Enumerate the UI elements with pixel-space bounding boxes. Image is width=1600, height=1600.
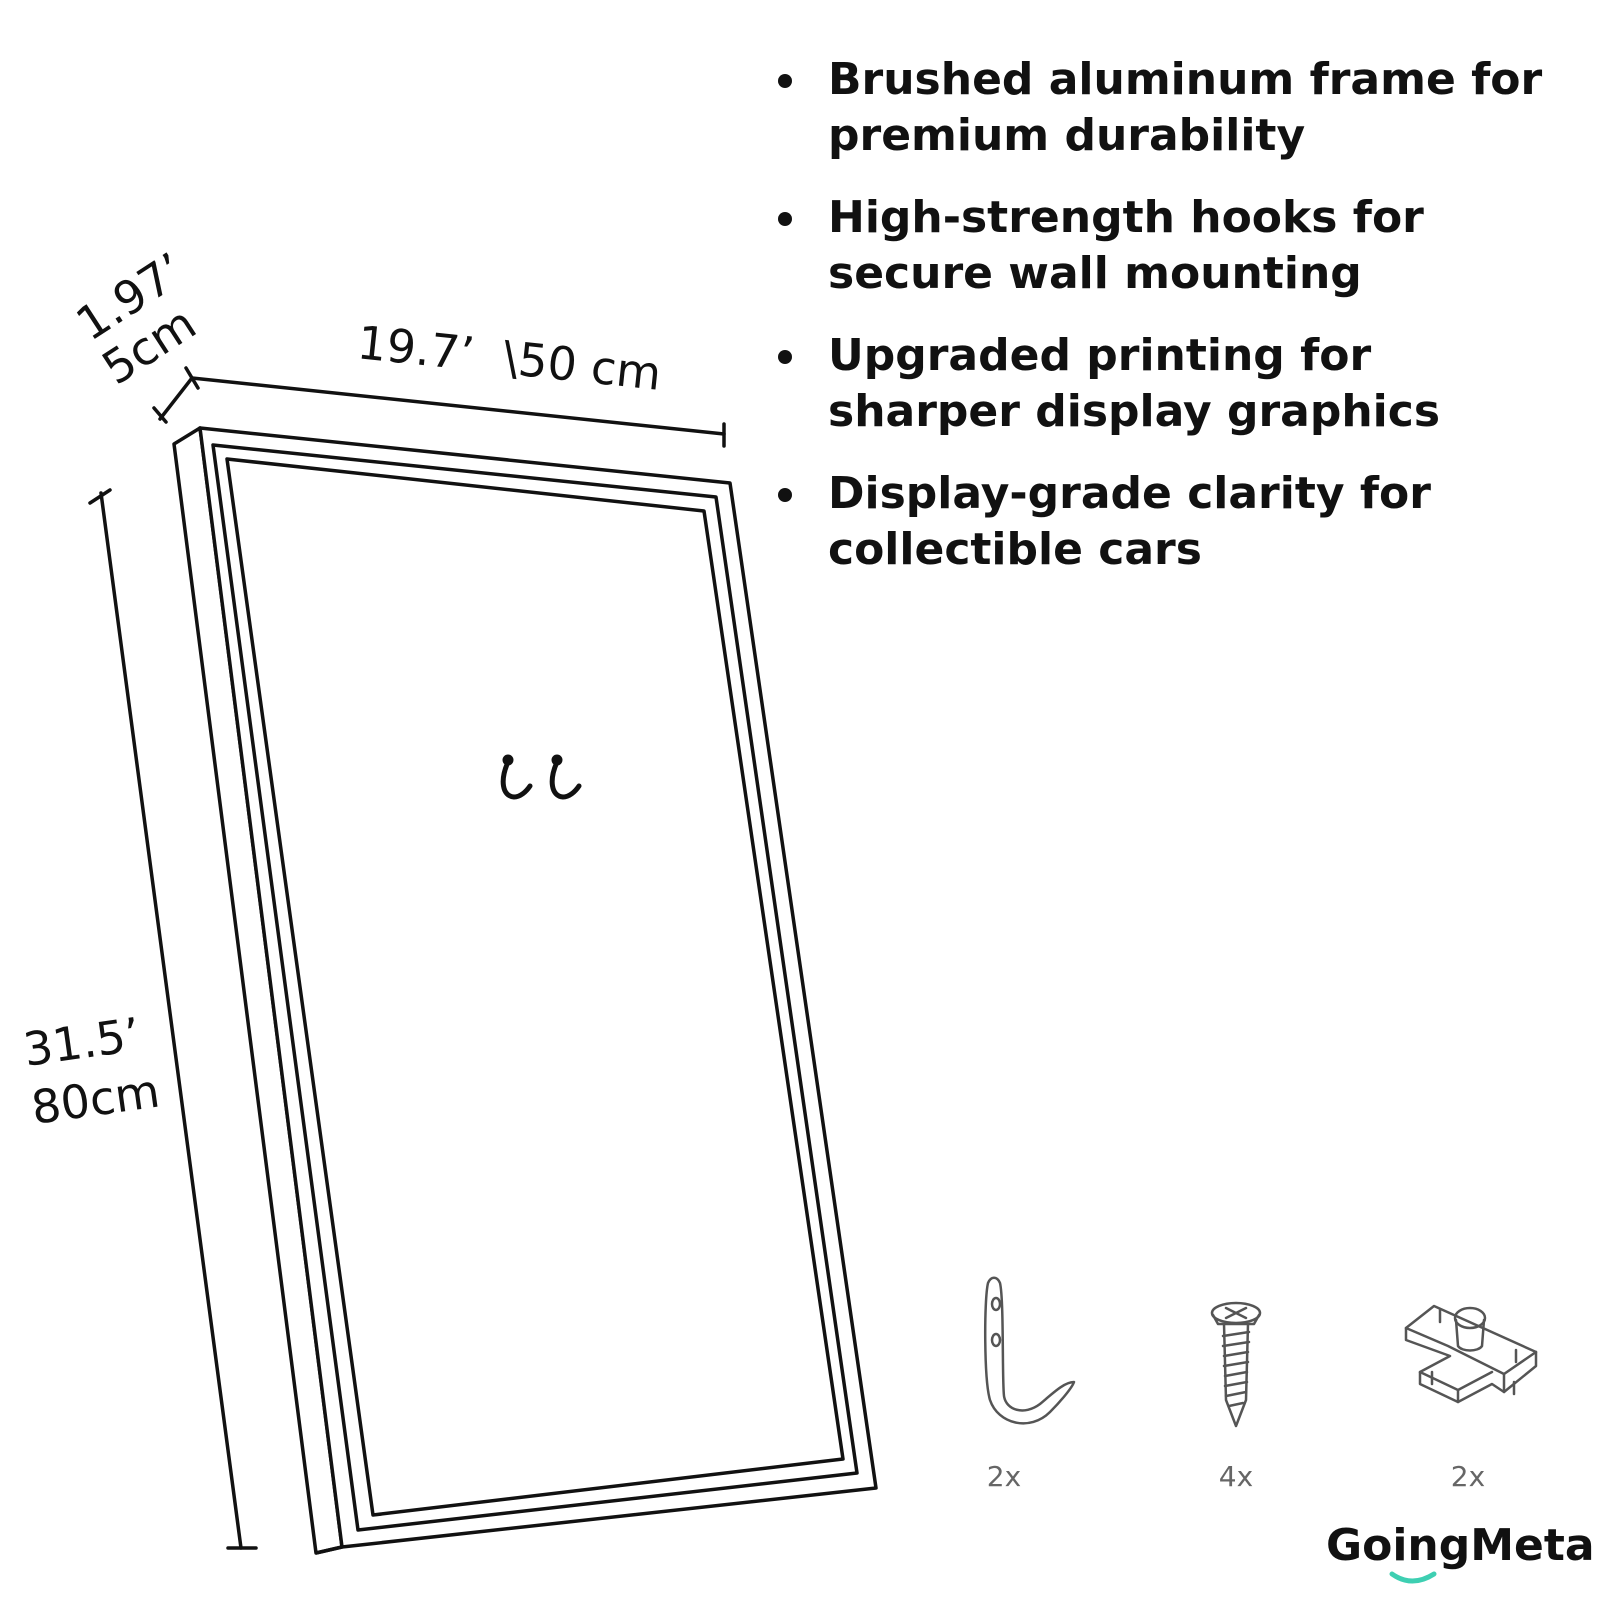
feature-item: High-strength hooks for secure wall moun… [772, 190, 1572, 302]
depth-dimension-line [152, 366, 200, 424]
height-cm-label: 80cm [28, 1064, 163, 1135]
width-dimension-line [190, 376, 726, 448]
brand-logo: GoingMeta [1326, 1520, 1595, 1584]
height-inch-label: 31.5’ [20, 1007, 143, 1077]
feature-text: Upgraded printing for sharper display gr… [828, 330, 1441, 437]
mounting-clip-quantity: 2x [1451, 1460, 1485, 1493]
bullet-icon [778, 212, 792, 226]
feature-item: Brushed aluminum frame for premium durab… [772, 52, 1572, 164]
brand-smile-icon [1389, 1571, 1437, 1584]
frame-drawing [172, 426, 878, 1555]
feature-item: Display-grade clarity for collectible ca… [772, 466, 1572, 578]
frame-hooks [500, 754, 582, 800]
screw-icon [1210, 1301, 1262, 1428]
width-label: 19.7’ \50 cm [355, 315, 664, 401]
screw-quantity: 4x [1219, 1460, 1253, 1493]
bullet-icon [778, 350, 792, 364]
feature-text: Display-grade clarity for collectible ca… [828, 468, 1431, 575]
feature-text: Brushed aluminum frame for premium durab… [828, 54, 1543, 161]
mounting-clip-icon [1404, 1304, 1538, 1404]
hook-quantity: 2x [987, 1460, 1021, 1493]
feature-item: Upgraded printing for sharper display gr… [772, 328, 1572, 440]
bullet-icon [778, 488, 792, 502]
feature-text: High-strength hooks for secure wall moun… [828, 192, 1424, 299]
brand-name: GoingMeta [1326, 1520, 1595, 1571]
feature-list: Brushed aluminum frame for premium durab… [772, 52, 1572, 604]
bullet-icon [778, 74, 792, 88]
hook-icon [983, 1276, 1076, 1425]
height-dimension-line [88, 488, 258, 1550]
